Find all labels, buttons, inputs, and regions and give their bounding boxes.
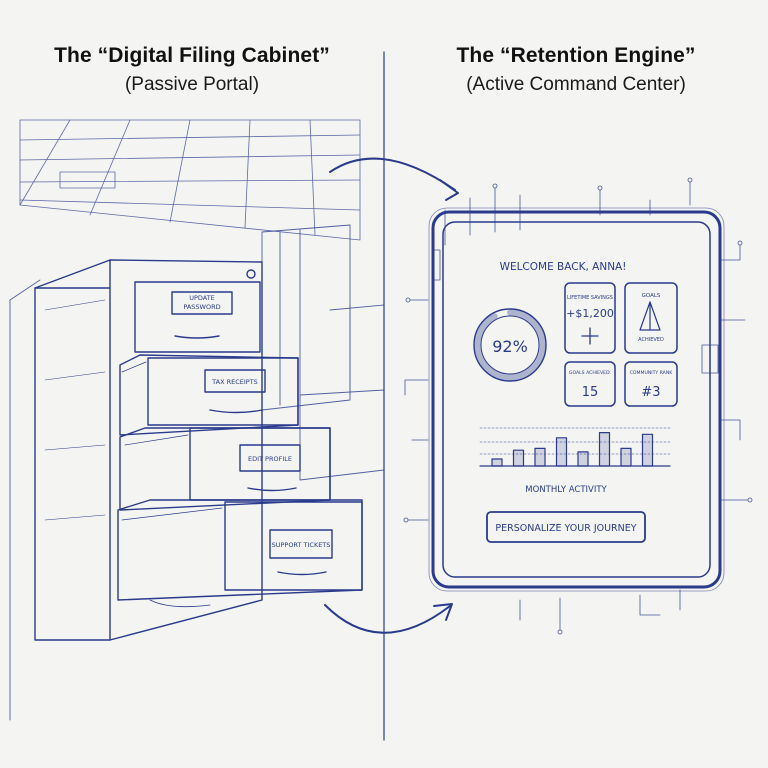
left-subtitle: (Passive Portal)	[124, 74, 260, 95]
arrow-bottom-head	[433, 603, 453, 621]
pyramid-icon	[639, 301, 661, 331]
goals-achieved-label: GOALS ACHIEVED.	[569, 370, 611, 376]
arrow-bottom	[324, 604, 451, 634]
activity-bar-1	[491, 458, 503, 467]
card-goals	[624, 282, 678, 354]
personalize-journey-label: PERSONALIZE YOUR JOURNEY	[495, 523, 636, 534]
tablet-frame	[428, 207, 725, 592]
arrow-top	[329, 157, 456, 191]
dashboard-text: WELCOME BACK, ANNA! 92% LIFETIME SAVINGS…	[492, 261, 673, 534]
community-rank-label: COMMUNITY RANK	[630, 370, 674, 376]
drawer-support-tickets	[117, 499, 363, 608]
community-rank-value: #3	[641, 385, 660, 400]
lifetime-savings-label: LIFETIME SAVINGS	[567, 295, 613, 301]
activity-bar-5	[577, 451, 589, 467]
filing-cabinet	[34, 259, 263, 641]
personalize-journey-button[interactable]	[486, 511, 646, 543]
goals-achieved-value: 15	[582, 385, 599, 400]
activity-bar-3	[534, 447, 546, 467]
ceiling-grid	[19, 119, 361, 241]
right-subtitle: (Active Command Center)	[466, 74, 686, 95]
activity-bar-2	[512, 449, 525, 467]
label-update-password: UPDATE	[189, 294, 215, 302]
activity-chart	[479, 427, 671, 467]
activity-bar-4	[555, 437, 568, 467]
label-support-tickets: SUPPORT TICKETS	[272, 541, 331, 549]
card-lifetime-savings	[564, 282, 616, 354]
drawer-edit-profile	[119, 427, 331, 511]
drawer-labels: UPDATE PASSWORD TAX RECEIPTS EDIT PROFIL…	[183, 294, 330, 549]
drawer-tax-receipts	[119, 354, 299, 436]
activity-bar-8	[641, 433, 654, 467]
monthly-activity-label: MONTHLY ACTIVITY	[525, 485, 607, 495]
arrow-top-head	[439, 179, 459, 201]
label-update-password-2: PASSWORD	[183, 303, 220, 311]
label-tax-receipts: TAX RECEIPTS	[211, 378, 258, 386]
card-community-rank	[624, 361, 678, 407]
card-goals-achieved	[564, 361, 616, 407]
progress-value: 92%	[492, 337, 528, 356]
goals-label: GOALS	[642, 293, 661, 299]
left-title: The “Digital Filing Cabinet”	[54, 44, 330, 67]
activity-bar-7	[620, 447, 632, 467]
activity-bar-6	[598, 432, 611, 467]
label-edit-profile: EDIT PROFILE	[248, 455, 292, 463]
right-title: The “Retention Engine”	[456, 44, 696, 67]
goals-status: ACHIEVED	[638, 337, 664, 343]
welcome-text: WELCOME BACK, ANNA!	[500, 261, 627, 273]
progress-ring	[473, 308, 547, 382]
plus-icon	[581, 327, 599, 345]
lifetime-savings-value: +$1,200	[566, 307, 614, 320]
